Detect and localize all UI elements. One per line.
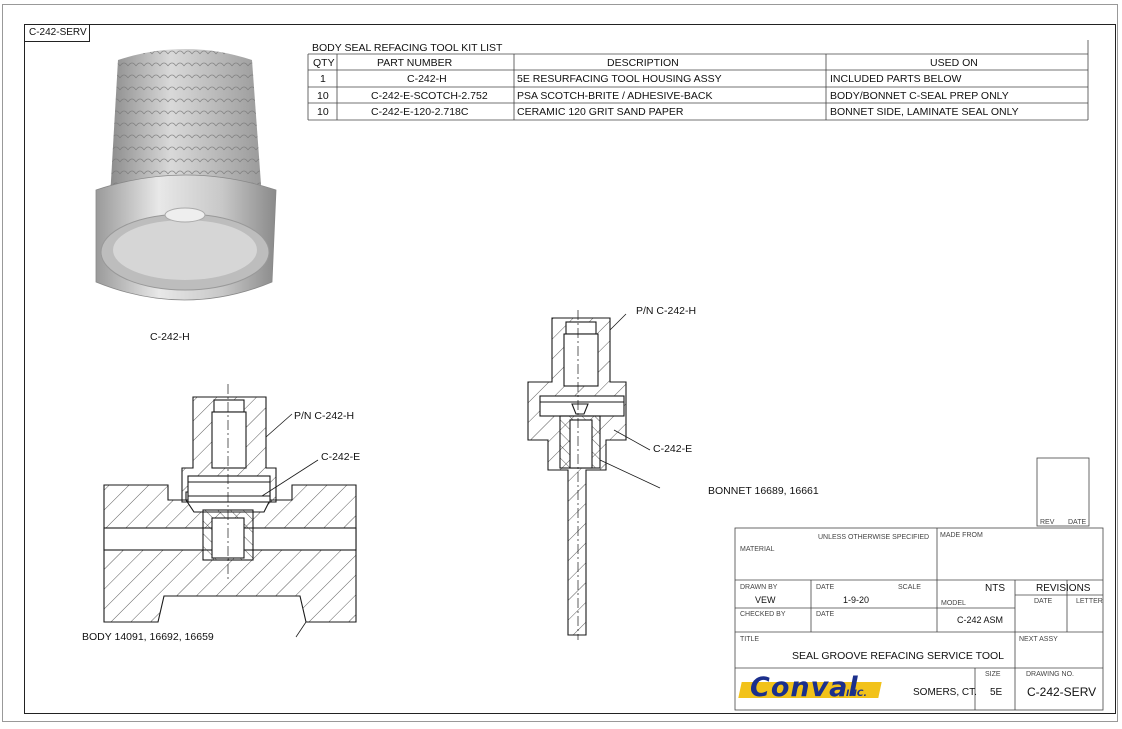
body-caption: BODY 14091, 16692, 16659 [82,631,214,643]
kit-table-title: BODY SEAL REFACING TOOL KIT LIST [312,42,503,54]
kit-row-used: INCLUDED PARTS BELOW [830,73,962,85]
tb-revisions-label: REVISIONS [1036,583,1091,594]
bonnet-section-view [527,310,661,640]
kit-header-used: USED ON [930,57,978,69]
tb-made-from-label: MADE FROM [940,532,983,539]
kit-row-qty: 10 [317,90,329,102]
company-suffix: INC. [846,689,867,699]
kit-row-qty: 1 [320,73,326,85]
kit-row-used: BONNET SIDE, LAMINATE SEAL ONLY [830,106,1019,118]
tb-drawing-no-value: C-242-SERV [1027,685,1097,699]
tb-model-value: C-242 ASM [957,615,1004,625]
bonnet-e-label: C-242-E [653,443,693,455]
body-pn-label: P/N C-242-H [294,410,355,422]
tb-scale-label: SCALE [898,584,921,591]
outer-border [2,4,1118,722]
tb-drawn-by-label: DRAWN BY [740,584,778,591]
kit-header-desc: DESCRIPTION [607,57,679,69]
body-section-view [103,384,357,638]
kit-row-part: C-242-E-120-2.718C [371,106,469,118]
tb-scale-value: NTS [985,583,1005,594]
tb-date-value: 1-9-20 [843,595,870,605]
kit-row-part: C-242-H [407,73,447,85]
tb-title-label: TITLE [740,636,760,643]
tb-rev-date-col: DATE [1034,598,1053,605]
kit-row-qty: 10 [317,106,329,118]
body-e-label: C-242-E [321,451,361,463]
tb-date-label: DATE [816,584,835,591]
isometric-part-render [95,49,277,301]
tb-rev-date-label: DATE [1068,519,1087,526]
tb-size-label: SIZE [985,671,1001,678]
sheet-tag: C-242-SERV [24,24,90,42]
company-logo: Conval INC. [738,672,882,706]
tb-rev-label: REV [1040,519,1055,526]
bonnet-caption: BONNET 16689, 16661 [708,485,819,497]
tb-location: SOMERS, CT. [913,687,977,698]
tb-drawn-by-value: VEW [755,595,776,605]
title-block-grid [734,457,1104,711]
tb-rev-letter-col: LETTER [1076,598,1103,605]
tb-drawing-no-label: DRAWING NO. [1026,671,1074,678]
company-name: Conval [750,672,859,703]
tb-drawing-title: SEAL GROOVE REFACING SERVICE TOOL [792,650,1005,662]
tb-next-assy-label: NEXT ASSY [1019,636,1058,643]
kit-table-grid [307,40,1089,121]
tb-model-label: MODEL [941,600,966,607]
kit-row-desc: CERAMIC 120 GRIT SAND PAPER [517,106,684,118]
kit-row-part: C-242-E-SCOTCH-2.752 [371,90,488,102]
tb-material-label: MATERIAL [740,546,775,553]
drawing-sheet [24,24,1116,714]
tb-size-value: 5E [990,687,1003,698]
tb-date2-label: DATE [816,611,835,618]
isometric-part-label: C-242-H [150,331,190,343]
tb-unless-label: UNLESS OTHERWISE SPECIFIED [818,534,930,541]
tb-checked-by-label: CHECKED BY [740,611,786,618]
kit-header-qty: QTY [313,57,335,69]
bonnet-pn-label: P/N C-242-H [636,305,697,317]
kit-header-part: PART NUMBER [377,57,453,69]
kit-row-desc: 5E RESURFACING TOOL HOUSING ASSY [517,73,722,85]
kit-row-used: BODY/BONNET C-SEAL PREP ONLY [830,90,1009,102]
kit-row-desc: PSA SCOTCH-BRITE / ADHESIVE-BACK [517,90,713,102]
